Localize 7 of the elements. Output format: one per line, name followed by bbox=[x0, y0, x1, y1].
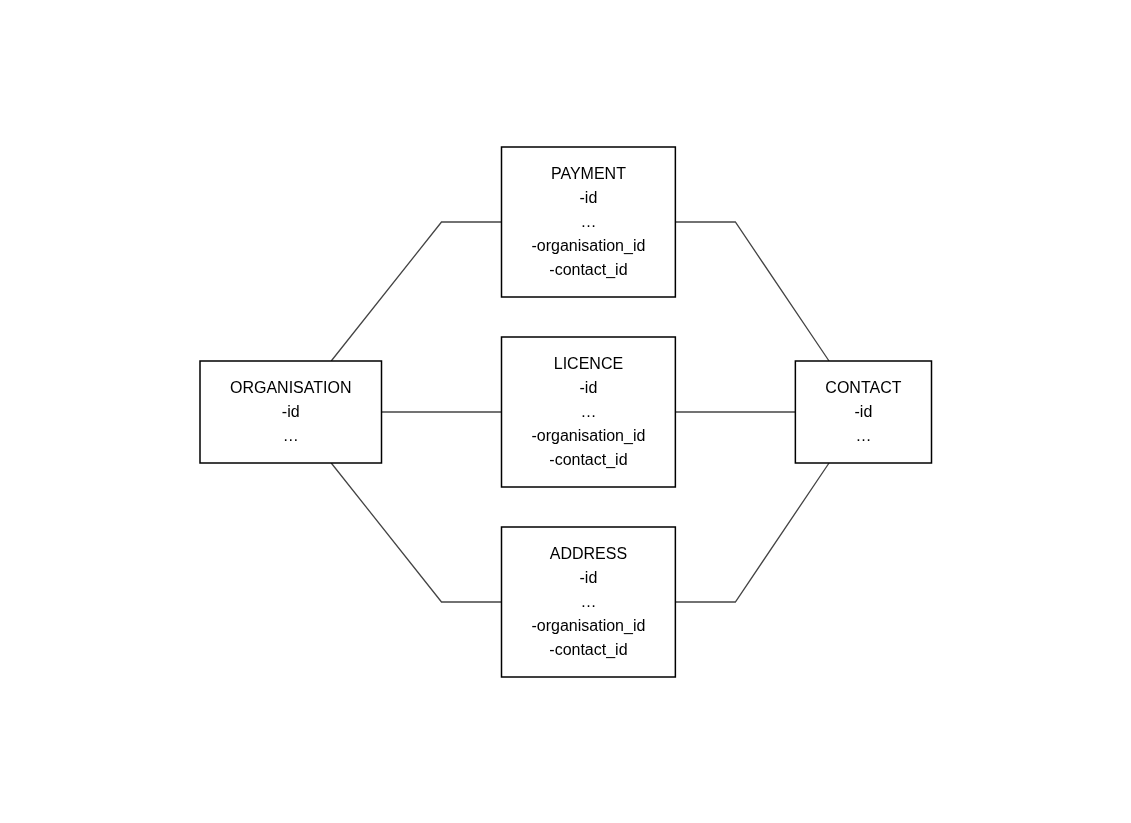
node-box: CONTACT -id … bbox=[794, 359, 932, 464]
node-box: ORGANISATION -id … bbox=[199, 359, 382, 464]
node-box: ADDRESS -id … -organisation_id -contact_id bbox=[500, 525, 676, 678]
connector bbox=[330, 461, 502, 603]
node-box: PAYMENT -id … -organisation_id -contact_id bbox=[500, 145, 676, 298]
connector bbox=[330, 220, 502, 362]
node-box: LICENCE -id … -organisation_id -contact_id bbox=[500, 335, 676, 488]
